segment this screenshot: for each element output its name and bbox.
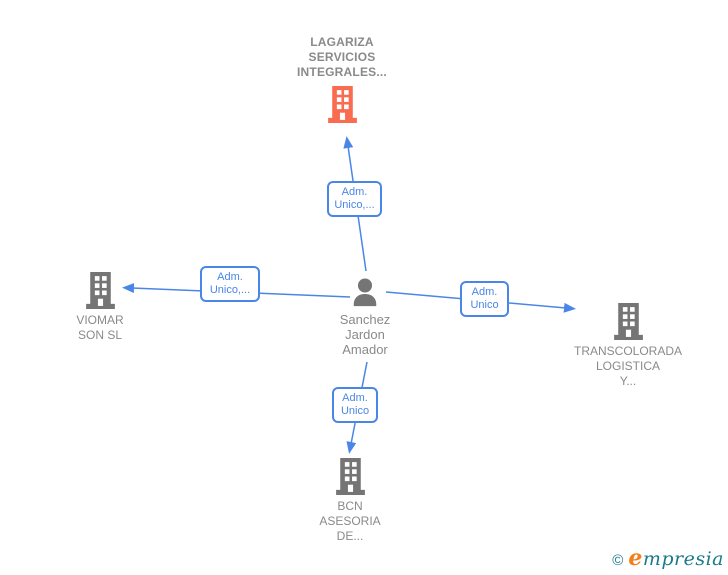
copyright-icon: © (612, 552, 624, 569)
brand-logo-text: empresia (628, 545, 724, 571)
node-person-sanchez-jardon-amador[interactable]: Sanchez Jardon Amador (325, 278, 405, 357)
company-name-lagariza: LAGARIZA SERVICIOS INTEGRALES... (297, 35, 387, 79)
company-name-bcn-asesoria: BCN ASESORIA DE... (319, 499, 381, 543)
edge-label-adm-unico-top[interactable]: Adm. Unico,... (327, 181, 382, 217)
person-icon (350, 278, 380, 308)
edge-label-adm-unico-left[interactable]: Adm. Unico,... (200, 266, 260, 302)
person-name: Sanchez Jardon Amador (339, 312, 391, 357)
node-company-bcn-asesoria[interactable]: BCN ASESORIA DE... (310, 458, 390, 544)
node-company-lagariza[interactable]: LAGARIZA SERVICIOS INTEGRALES... (277, 35, 407, 123)
brand-logo-rest: mpresia (642, 548, 724, 570)
node-company-transcolorada[interactable]: TRANSCOLORADA LOGISTICA Y... (567, 303, 689, 389)
company-name-transcolorada: TRANSCOLORADA LOGISTICA Y... (573, 344, 683, 388)
brand-watermark: © empresia (612, 545, 724, 571)
building-icon (612, 303, 645, 340)
company-name-viomar: VIOMAR SON SL (76, 313, 124, 342)
building-icon-highlighted (326, 86, 359, 123)
edge-label-adm-unico-bottom[interactable]: Adm. Unico (332, 387, 378, 423)
building-icon (84, 272, 117, 309)
edge-label-adm-unico-right[interactable]: Adm. Unico (460, 281, 509, 317)
brand-logo-e: e (628, 545, 643, 571)
building-icon (334, 458, 367, 495)
node-company-viomar[interactable]: VIOMAR SON SL (40, 272, 160, 343)
